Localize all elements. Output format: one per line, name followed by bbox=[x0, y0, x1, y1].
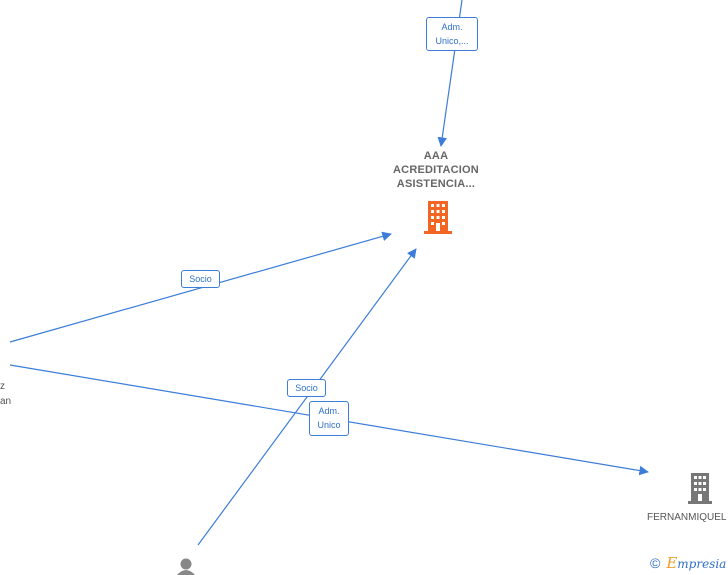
left-person-label-fragment[interactable]: z bbox=[0, 381, 5, 392]
edge-label-line: Adm. bbox=[318, 406, 340, 416]
edge-label-adm-unico-top[interactable]: Adm. Unico,... bbox=[426, 17, 478, 51]
edge-label-adm-unico[interactable]: Adm. Unico bbox=[309, 401, 349, 436]
building-icon[interactable] bbox=[686, 471, 714, 505]
brand-e: E bbox=[666, 554, 678, 572]
edge-label-line: Adm. bbox=[441, 22, 463, 32]
edge-label-socio-left[interactable]: Socio bbox=[181, 270, 220, 288]
empresia-logo: © Empresia bbox=[650, 554, 726, 572]
edge-label-line: Unico,... bbox=[435, 36, 469, 46]
right-company-label[interactable]: FERNANMIQUEL bbox=[647, 512, 727, 523]
edge-label-line: Unico bbox=[317, 420, 341, 430]
edge-label-socio-middle[interactable]: Socio bbox=[287, 379, 326, 397]
brand-name: mpresia bbox=[677, 557, 727, 571]
main-company-title[interactable]: AAA ACREDITACION ASISTENCIA... bbox=[376, 149, 496, 191]
main-company-title-line: ASISTENCIA... bbox=[396, 178, 476, 190]
edge-bottom-socio-to-main[interactable] bbox=[197, 248, 417, 546]
main-company-title-line: AAA bbox=[423, 150, 449, 162]
copyright-icon: © bbox=[650, 555, 661, 571]
left-person-label-fragment[interactable]: an bbox=[0, 396, 12, 407]
main-company-title-line: ACREDITACION bbox=[393, 164, 479, 176]
person-icon[interactable] bbox=[176, 558, 196, 575]
edge-left-socio-to-main[interactable] bbox=[9, 231, 392, 343]
building-icon[interactable] bbox=[422, 199, 454, 235]
